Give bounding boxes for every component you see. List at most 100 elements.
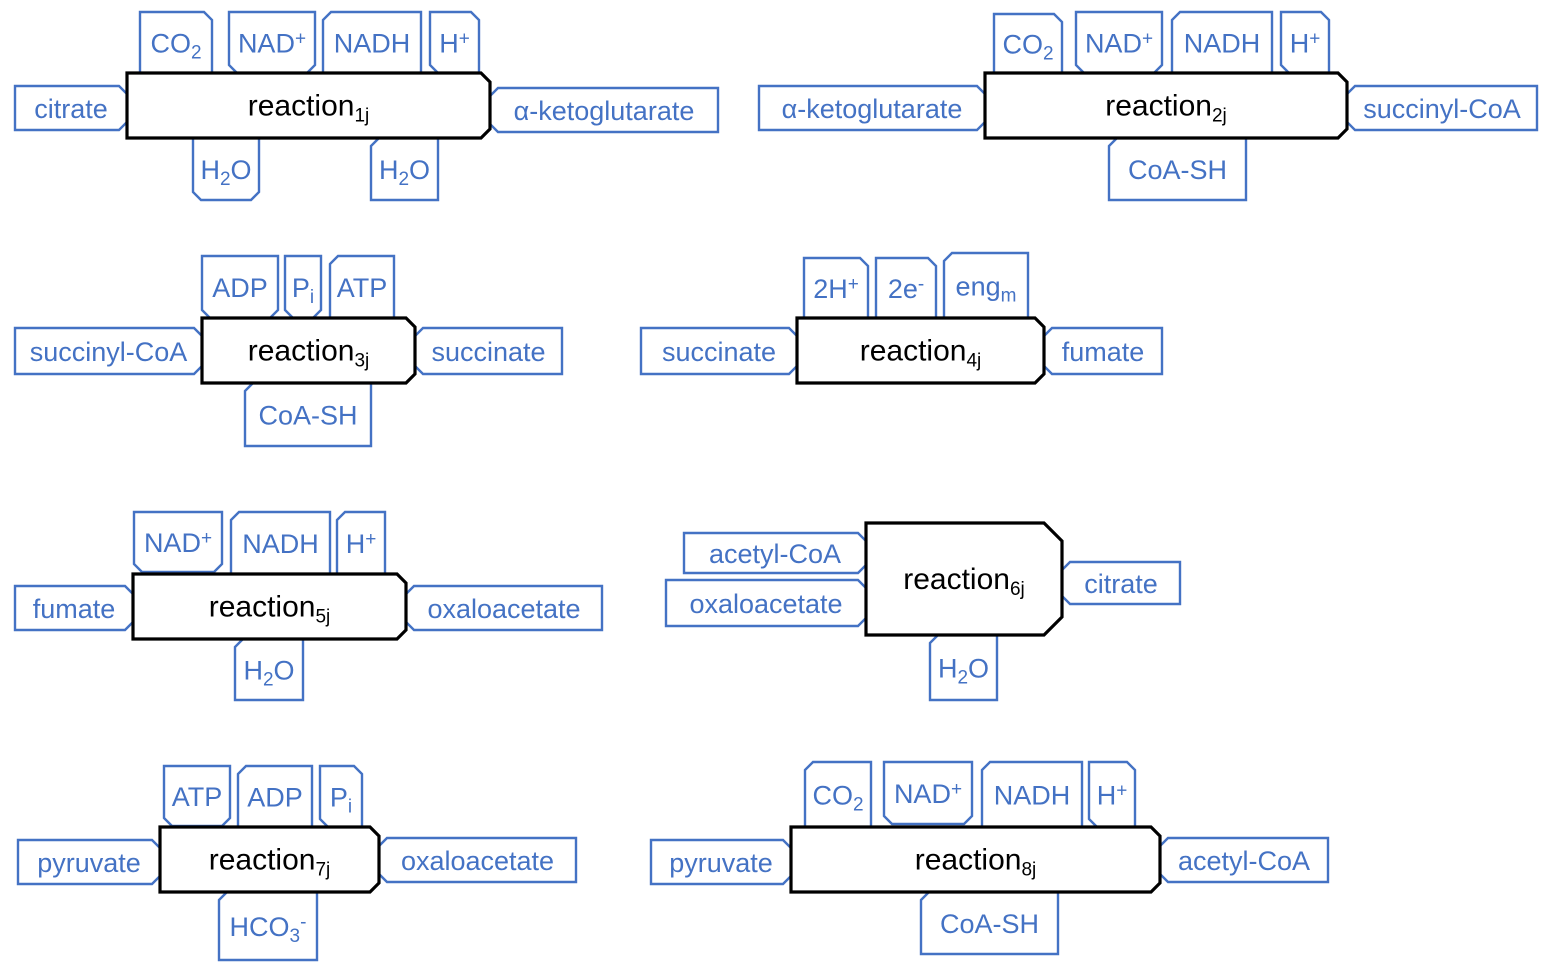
reaction-box <box>795 316 1046 385</box>
species-oxaloacetate-tag: oxaloacetate <box>404 584 604 632</box>
species-h2o-tag: H2O <box>369 136 440 202</box>
cofactor-top-label: H+ <box>439 29 470 59</box>
species-succinyl-coa-tag: succinyl-CoA <box>13 326 204 376</box>
cofactor-top-label: 2e- <box>888 274 924 304</box>
species-succinyl-coa-tag: succinyl-CoA <box>1345 84 1539 132</box>
input-label: pyruvate <box>669 848 773 878</box>
cofactor-top-tag-border <box>1170 10 1274 75</box>
species-oxaloacetate-tag: oxaloacetate <box>664 578 868 628</box>
cofactor-top-label: Pi <box>330 783 352 818</box>
species-atp-tag: ATP <box>328 254 396 320</box>
input-label: oxaloacetate <box>689 589 842 619</box>
species-coa-sh-tag: CoA-SH <box>919 890 1060 956</box>
species-h--tag: H+ <box>428 10 481 75</box>
cofactor-top-tag-border <box>321 10 423 75</box>
species-h2o-tag: H2O <box>233 637 305 702</box>
species-nadh-tag: NADH <box>980 760 1084 829</box>
cofactor-bottom-label: CoA-SH <box>258 401 357 431</box>
species-α-ketoglutarate-tag: α-ketoglutarate <box>488 86 720 134</box>
output-label: succinate <box>431 337 545 367</box>
cofactor-top-label: NAD+ <box>144 528 212 558</box>
cofactor-top-label: NADH <box>1184 29 1261 59</box>
reaction-label: reaction5j <box>209 591 331 628</box>
reaction-label: reaction7j <box>209 844 331 881</box>
cofactor-top-label: H+ <box>1290 29 1321 59</box>
cofactor-top-label: 2H+ <box>813 274 859 304</box>
cofactor-top-label: NAD+ <box>894 779 962 809</box>
output-label: fumate <box>1062 337 1145 367</box>
output-label: acetyl-CoA <box>1178 846 1310 876</box>
species-nad--tag: NAD+ <box>227 10 317 75</box>
cofactor-bottom-label: H2O <box>379 155 430 190</box>
reaction-label: reaction8j <box>915 844 1037 881</box>
reaction-label: reaction3j <box>248 335 370 372</box>
species-oxaloacetate-tag: oxaloacetate <box>377 836 578 884</box>
species-h--tag: H+ <box>335 510 387 576</box>
species-pi-tag: Pi <box>318 764 364 829</box>
cofactor-bottom-label: CoA-SH <box>1128 155 1227 185</box>
cofactor-top-tag-border <box>335 510 387 576</box>
species-nad--tag: NAD+ <box>132 510 224 574</box>
cofactor-top-label: ATP <box>337 273 388 303</box>
cofactor-top-tag-border <box>980 760 1084 829</box>
species-citrate-tag: citrate <box>13 84 129 132</box>
input-label: succinate <box>662 337 776 367</box>
cofactor-top-tag-border <box>229 510 332 576</box>
cofactor-top-tag-border <box>992 12 1064 75</box>
reaction-group-1: citrate α-ketoglutarate CO2 NAD+ NADH H+ H2O H2… <box>13 10 720 202</box>
cofactor-top-label: engm <box>956 272 1017 307</box>
output-label: oxaloacetate <box>427 594 580 624</box>
reaction-box <box>125 71 492 140</box>
input-label: acetyl-CoA <box>709 539 841 569</box>
species-coa-sh-tag: CoA-SH <box>1107 136 1248 202</box>
species-h2o-tag: H2O <box>928 633 999 702</box>
species-nadh-tag: NADH <box>229 510 332 576</box>
reaction-label: reaction1j <box>248 90 370 127</box>
cofactor-top-tag-border <box>882 760 974 826</box>
cofactor-top-label: H+ <box>346 529 377 559</box>
species-atp-tag: ATP <box>162 764 232 828</box>
cofactor-bottom-label: CoA-SH <box>940 909 1039 939</box>
cofactor-bottom-label: H2O <box>200 155 251 190</box>
output-label: citrate <box>1084 569 1158 599</box>
species-fumate-tag: fumate <box>1042 326 1164 376</box>
output-label: oxaloacetate <box>401 846 554 876</box>
species-h--tag: H+ <box>1087 760 1137 829</box>
species-2h--tag: 2H+ <box>802 256 870 320</box>
input-label: citrate <box>34 94 108 124</box>
reaction-box <box>158 825 381 894</box>
cofactor-top-tag-border <box>802 256 870 320</box>
cofactor-top-label: NADH <box>242 529 319 559</box>
species-α-ketoglutarate-tag: α-ketoglutarate <box>757 84 987 132</box>
species-pi-tag: Pi <box>283 254 323 320</box>
reaction-box <box>864 521 1064 637</box>
cofactor-top-label: CO2 <box>1002 30 1053 65</box>
species-adp-tag: ADP <box>200 254 280 320</box>
reaction-label: reaction6j <box>903 563 1025 600</box>
cofactor-top-tag-border <box>942 251 1030 320</box>
species-co2-tag: CO2 <box>138 10 214 75</box>
species-engm-tag: engm <box>942 251 1030 320</box>
reaction-box <box>789 825 1162 894</box>
species-coa-sh-tag: CoA-SH <box>243 381 373 448</box>
species-2e--tag: 2e- <box>874 256 938 320</box>
species-co2-tag: CO2 <box>803 760 873 829</box>
species-h2o-tag: H2O <box>191 136 261 202</box>
cofactor-top-label: NADH <box>334 29 411 59</box>
cofactor-top-label: NADH <box>994 781 1071 811</box>
cofactor-top-label: CO2 <box>150 29 201 64</box>
species-adp-tag: ADP <box>236 764 314 829</box>
cofactor-top-label: NAD+ <box>238 29 306 59</box>
species-hco3--tag: HCO3- <box>217 890 319 962</box>
cofactor-bottom-label: H2O <box>243 656 294 691</box>
input-label: α-ketoglutarate <box>782 94 963 124</box>
species-h--tag: H+ <box>1279 10 1331 75</box>
cofactor-top-label: H+ <box>1097 781 1128 811</box>
reaction-box <box>983 71 1349 140</box>
cofactor-top-label: ADP <box>247 783 303 813</box>
